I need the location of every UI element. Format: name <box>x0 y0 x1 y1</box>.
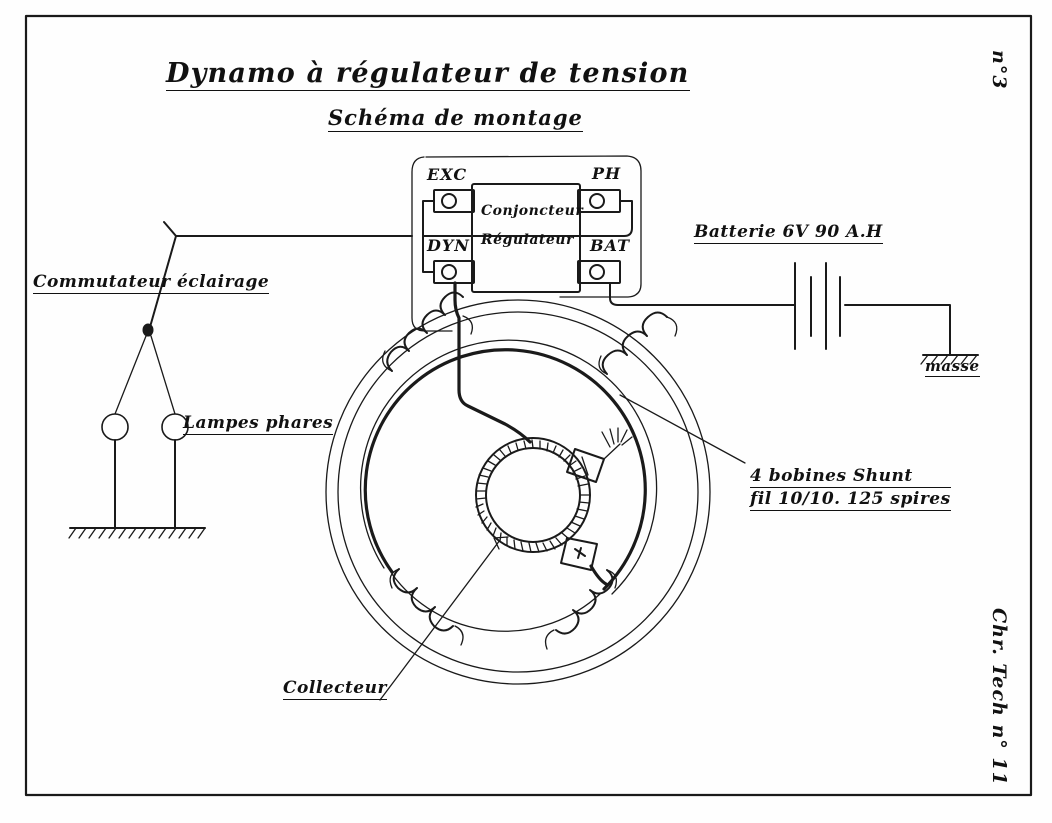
lamps-ground-symbol <box>68 527 206 539</box>
coils-annotation: 4 bobines Shunt fil 10/10. 125 spires <box>750 466 951 511</box>
brush-upper <box>566 427 633 483</box>
lamps-group <box>101 413 189 529</box>
lamps-label: Lampes phares <box>183 413 334 435</box>
coils-annotation-line2: fil 10/10. 125 spires <box>750 489 951 511</box>
terminal-label-dyn: DYN <box>427 236 470 255</box>
brush-lower-positive <box>560 537 608 586</box>
terminal-label-exc: EXC <box>427 165 468 184</box>
wire-bat-to-battery <box>609 282 951 356</box>
leader-bobines <box>619 394 746 464</box>
field-coil-upper-left <box>382 291 474 372</box>
plate-number: n°3 <box>988 50 1010 90</box>
regulator-label-line1: Conjoncteur <box>481 203 584 219</box>
leader-collecteur <box>379 536 509 701</box>
switch-label: Commutateur éclairage <box>33 272 270 294</box>
page-subtitle: Schéma de montage <box>328 105 583 132</box>
dynamo-body <box>325 299 711 685</box>
sheet-reference: Chr. Tech n° 11 <box>988 608 1010 786</box>
ground-label: masse <box>925 357 980 377</box>
field-coil-lower-left <box>389 568 464 646</box>
field-coil-lower-right <box>544 569 618 650</box>
lighting-switch <box>114 235 177 415</box>
battery-label: Batterie 6V 90 A.H <box>694 222 883 244</box>
page-title: Dynamo à régulateur de tension <box>166 58 690 91</box>
wire-dyn-to-brush <box>453 281 532 444</box>
battery-symbol <box>794 262 841 350</box>
page-frame <box>24 14 1033 797</box>
ground-symbol <box>920 354 979 365</box>
terminal-label-bat: BAT <box>590 236 630 255</box>
field-coil-upper-right <box>598 311 678 375</box>
commutator-label: Collecteur <box>283 678 387 700</box>
terminal-label-ph: PH <box>592 164 622 183</box>
coils-annotation-line1: 4 bobines Shunt <box>750 466 951 488</box>
commutator <box>475 437 591 553</box>
regulator-label-line2: Régulateur <box>481 232 574 248</box>
